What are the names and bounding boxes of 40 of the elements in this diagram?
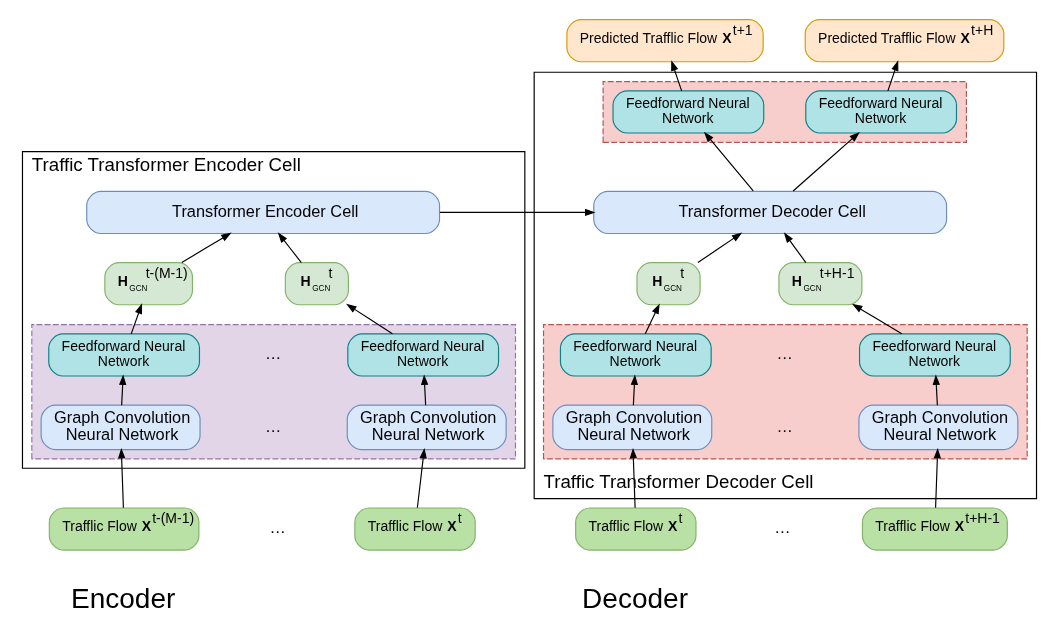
node-box: Feedforward Neural Network: [612, 90, 765, 134]
arrow: [119, 374, 127, 406]
arrow: [439, 208, 596, 217]
node-box: Graph Convolution Neural Network: [858, 404, 1019, 451]
arrow: [851, 303, 903, 335]
node-box: Graph Convolution Neural Network: [346, 404, 507, 451]
node-box: Feedforward Neural Network: [48, 333, 201, 377]
node-box: Graph Convolution Neural Network: [552, 404, 713, 451]
arrow: [792, 131, 860, 192]
label: Encoder: [70, 582, 176, 614]
label: …: [264, 416, 282, 435]
arrow: [346, 303, 394, 335]
arrow: [697, 232, 743, 264]
arrow: [671, 60, 683, 92]
label: …: [264, 344, 282, 363]
label: …: [774, 518, 791, 537]
arrow: [783, 232, 807, 264]
node-box: Transformer Encoder Cell: [86, 190, 441, 235]
arrow: [932, 374, 940, 406]
node-box: Feedforward Neural Network: [858, 333, 1011, 377]
label: Decoder: [582, 582, 688, 614]
arrow: [181, 232, 232, 264]
node-box: Feedforward Neural Network: [559, 333, 712, 377]
label: …: [776, 416, 793, 435]
label: …: [269, 518, 286, 537]
node-box: Graph Convolution Neural Network: [40, 404, 201, 451]
arrow: [130, 303, 143, 335]
arrow: [703, 131, 754, 192]
arrow: [887, 60, 899, 92]
arrow: [933, 447, 941, 509]
arrow: [277, 232, 302, 264]
arrow: [644, 303, 660, 335]
node-box: Feedforward Neural Network: [347, 333, 500, 377]
arrow: [118, 447, 126, 509]
arrow: [420, 374, 429, 406]
label: …: [776, 344, 793, 363]
node-box: Transformer Decoder Cell: [593, 190, 948, 235]
node-box: Feedforward Neural Network: [805, 90, 958, 134]
arrow: [416, 447, 427, 509]
arrow: [630, 374, 639, 406]
